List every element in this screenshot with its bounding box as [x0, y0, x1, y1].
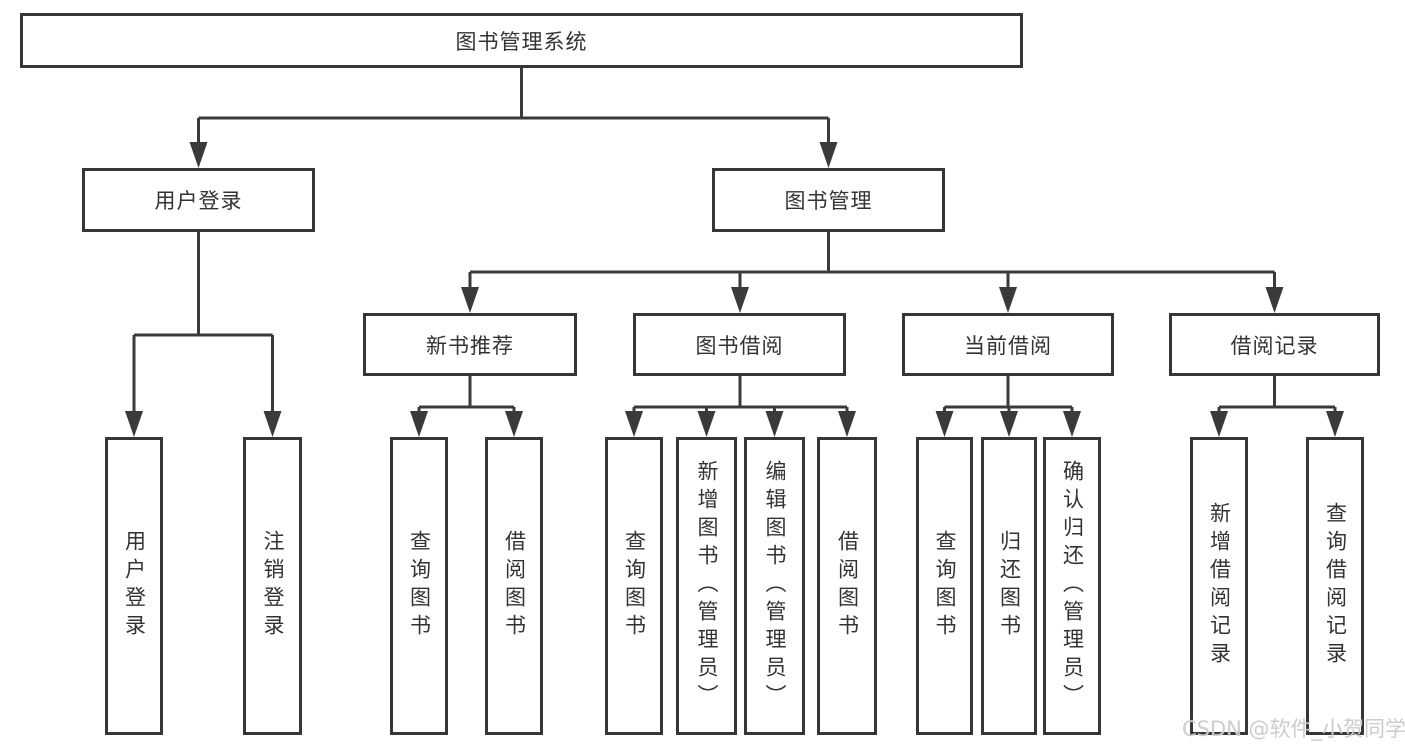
leaf-bb-add-books-admin-label: 新增图书（管理员） [695, 460, 719, 712]
arrowhead [697, 411, 716, 437]
node-book-borrow: 图书借阅 [633, 313, 846, 376]
arrowhead [625, 411, 643, 437]
arrowhead [189, 142, 208, 168]
leaf-nb-borrow-books-label: 借阅图书 [502, 530, 527, 642]
arrowhead [999, 287, 1017, 313]
arrowhead [125, 411, 143, 437]
leaf-cb-return-books-label: 归还图书 [997, 530, 1022, 642]
leaf-logout-label: 注销登录 [261, 530, 285, 642]
leaf-nb-borrow-books: 借阅图书 [485, 437, 543, 735]
connector-borrow-records [1217, 376, 1337, 420]
leaf-bb-edit-books-admin-label: 编辑图书（管理员） [763, 460, 787, 712]
node-root: 图书管理系统 [20, 13, 1023, 68]
leaf-br-query-record: 查询借阅记录 [1306, 437, 1364, 735]
leaf-bb-query-books-label: 查询图书 [622, 530, 647, 642]
leaf-br-query-record-label: 查询借阅记录 [1323, 502, 1348, 670]
leaf-bb-borrow-books: 借阅图书 [817, 437, 877, 735]
arrowhead [765, 411, 784, 437]
leaf-cb-confirm-return-admin-label: 确认归还（管理员） [1060, 460, 1085, 712]
leaf-cb-query-books-label: 查询图书 [933, 530, 957, 642]
node-new-book-recommend-label: 新书推荐 [426, 333, 514, 358]
arrowhead [461, 287, 479, 313]
node-current-borrow: 当前借阅 [902, 313, 1114, 376]
leaf-nb-query-books: 查询图书 [390, 437, 448, 735]
node-new-book-recommend: 新书推荐 [363, 313, 577, 376]
leaf-bb-edit-books-admin: 编辑图书（管理员） [744, 437, 805, 735]
arrowhead [263, 411, 282, 437]
node-book-management: 图书管理 [712, 168, 945, 232]
leaf-cb-query-books: 查询图书 [916, 437, 973, 735]
connector-root [197, 68, 830, 150]
node-book-management-label: 图书管理 [784, 189, 873, 213]
connector-new-book [417, 376, 516, 420]
node-borrow-records-label: 借阅记录 [1230, 333, 1319, 358]
node-root-label: 图书管理系统 [455, 29, 588, 54]
arrowhead [1000, 411, 1018, 437]
arrowhead [1210, 411, 1228, 437]
leaf-cb-confirm-return-admin: 确认归还（管理员） [1043, 437, 1101, 735]
leaf-bb-add-books-admin: 新增图书（管理员） [676, 437, 737, 735]
arrowhead [1326, 411, 1344, 437]
watermark: CSDN @软件_小贺同学 [1182, 717, 1405, 741]
node-book-borrow-label: 图书借阅 [695, 333, 784, 358]
arrowheads [125, 142, 1344, 437]
arrowhead [731, 287, 749, 313]
arrowhead [1063, 411, 1081, 437]
arrowhead [410, 411, 428, 437]
leaf-user-login-label: 用户登录 [122, 530, 147, 642]
leaf-br-add-record: 新增借阅记录 [1190, 437, 1248, 735]
leaf-nb-query-books-label: 查询图书 [407, 530, 432, 642]
leaf-logout: 注销登录 [243, 437, 302, 735]
node-borrow-records: 借阅记录 [1169, 313, 1380, 376]
arrowhead [819, 142, 838, 168]
arrowhead [935, 411, 954, 437]
arrowhead [838, 411, 856, 437]
leaf-bb-query-books: 查询图书 [605, 437, 663, 735]
arrowhead [505, 411, 523, 437]
node-user-login: 用户登录 [82, 168, 315, 232]
node-user-login-label: 用户登录 [154, 189, 243, 213]
connector-user-login [132, 232, 274, 420]
leaf-bb-borrow-books-label: 借阅图书 [835, 530, 860, 642]
connector-book-borrow [632, 376, 849, 420]
node-current-borrow-label: 当前借阅 [964, 333, 1052, 358]
leaf-user-login: 用户登录 [105, 437, 163, 735]
leaf-br-add-record-label: 新增借阅记录 [1207, 502, 1232, 670]
arrowhead [1265, 287, 1284, 313]
connector-book-management [468, 232, 1276, 296]
leaf-cb-return-books: 归还图书 [981, 437, 1037, 735]
